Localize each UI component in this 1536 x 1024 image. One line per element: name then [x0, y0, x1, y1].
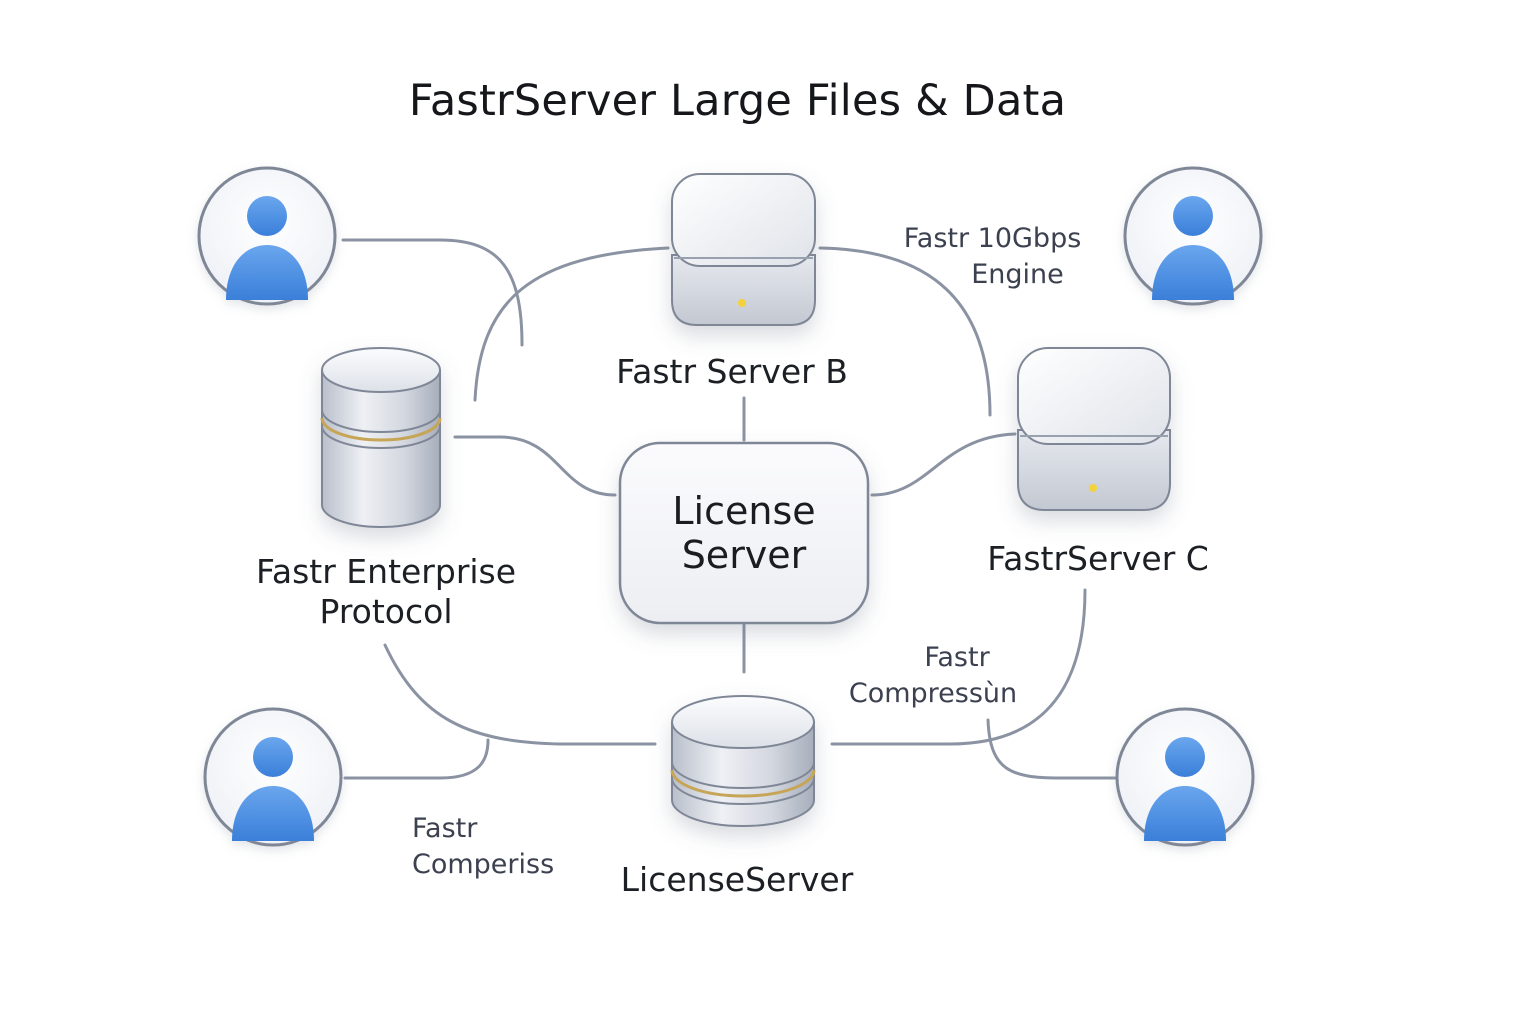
compression-annotation-line1: Fastr: [924, 642, 990, 673]
connector-user-br: [986, 718, 1117, 780]
license-center-line1: License: [672, 489, 816, 533]
user-icon: [1144, 737, 1226, 841]
page-title: FastrServer Large Files & Data: [408, 76, 1067, 126]
server-c-icon[interactable]: [1017, 347, 1171, 511]
connector-serverb-serverc: [818, 246, 992, 417]
user-bottom-right[interactable]: [1115, 707, 1255, 847]
server-b-label: Fastr Server B: [616, 352, 848, 391]
user-top-left[interactable]: [197, 166, 337, 306]
server-c-label: FastrServer C: [987, 539, 1209, 578]
compression-annotation-line2: Compressùn: [848, 678, 1018, 709]
connectors: [341, 238, 1117, 780]
enterprise-label: Fastr Enterprise Protocol: [246, 552, 526, 632]
connector-user-tl: [341, 238, 524, 347]
comperiss-annotation-line1: Fastr: [412, 813, 478, 844]
engine-annotation: Fastr 10Gbps Engine: [890, 221, 1095, 293]
engine-annotation-line1: Fastr 10Gbps: [903, 223, 1082, 254]
license-center-label: License Server: [620, 443, 868, 623]
comperiss-annotation-line2: Comperiss: [412, 849, 555, 880]
connector-user-bl: [343, 738, 490, 780]
user-icon: [226, 196, 308, 300]
connector-enterprise-serverb: [473, 246, 670, 402]
connector-center-serverc: [870, 432, 1017, 497]
enterprise-label-line1: Fastr Enterprise: [255, 552, 517, 591]
engine-annotation-line2: Engine: [971, 259, 1064, 290]
compression-annotation: Fastr Compressùn: [838, 640, 1028, 712]
connector-enterprise-center: [453, 435, 617, 497]
user-icon: [1152, 196, 1234, 300]
user-top-right[interactable]: [1123, 166, 1263, 306]
license-center-line2: Server: [681, 533, 807, 577]
comperiss-annotation: Fastr Comperiss: [412, 811, 577, 883]
enterprise-label-line2: Protocol: [319, 592, 453, 631]
user-bottom-left[interactable]: [203, 707, 343, 847]
enterprise-database-icon[interactable]: [320, 347, 442, 528]
license-database-icon[interactable]: [670, 695, 816, 827]
server-b-icon[interactable]: [671, 173, 816, 326]
license-db-label: LicenseServer: [620, 860, 854, 899]
connector-licensedb-serverc: [830, 588, 1087, 746]
connector-enterprise-licensedb: [383, 643, 657, 746]
license-server-card[interactable]: [618, 441, 870, 625]
user-icon: [232, 737, 314, 841]
